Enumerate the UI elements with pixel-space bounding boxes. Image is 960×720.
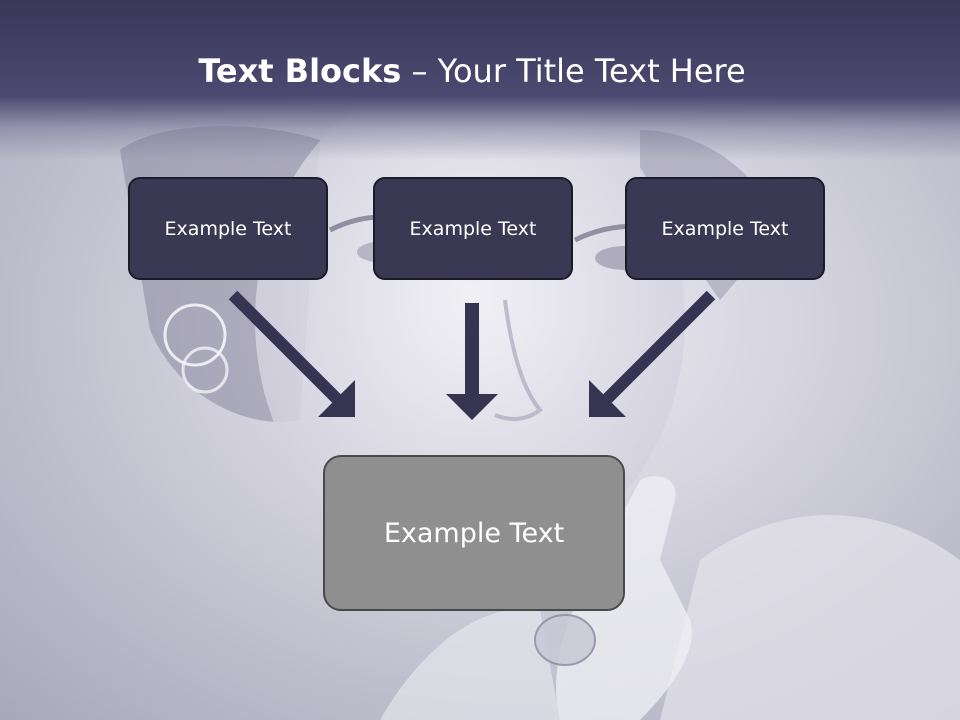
arrow-center-down	[446, 303, 498, 420]
arrow-left-diagonal	[228, 290, 355, 417]
source-box-1[interactable]: Example Text	[128, 177, 328, 280]
target-box[interactable]: Example Text	[323, 455, 625, 611]
title-bar	[0, 0, 960, 160]
source-box-3-label: Example Text	[661, 217, 789, 240]
arrow-right-diagonal	[589, 290, 716, 417]
source-box-1-label: Example Text	[164, 217, 292, 240]
title-bold: Text Blocks	[198, 52, 402, 90]
title-rest: Your Title Text Here	[437, 52, 746, 90]
source-box-3[interactable]: Example Text	[625, 177, 825, 280]
source-box-2[interactable]: Example Text	[373, 177, 573, 280]
source-box-2-label: Example Text	[409, 217, 537, 240]
target-box-label: Example Text	[383, 517, 565, 549]
slide-title: Text Blocks – Your Title Text Here	[0, 52, 944, 90]
title-separator: –	[401, 52, 438, 90]
